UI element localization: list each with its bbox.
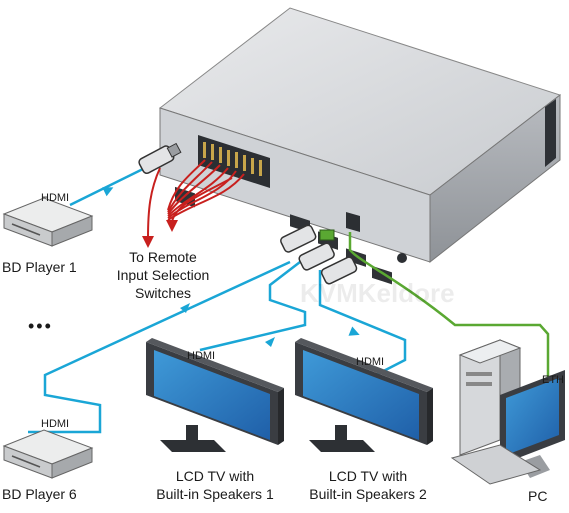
- tv1-label-line2: Built-in Speakers 1: [156, 486, 274, 502]
- hdmi-plugs: [138, 142, 358, 285]
- tv1-label-line1: LCD TV with: [175, 468, 255, 484]
- pc-computer: [450, 339, 565, 485]
- hdmi-label-tv1: HDMI: [187, 350, 216, 362]
- bd-player-6-label: BD Player 6: [2, 486, 77, 502]
- remote-wires: [147, 159, 245, 239]
- remote-arrows: [142, 220, 178, 248]
- eth-label: ETH: [542, 374, 564, 386]
- lcd-tv-1: [146, 338, 284, 452]
- eth-cable: [348, 232, 550, 380]
- hdmi-label-bd1: HDMI: [41, 192, 70, 204]
- remote-label-line2: Input Selection: [116, 267, 210, 283]
- more-players-ellipsis: •••: [28, 316, 53, 336]
- tv2-label-line2: Built-in Speakers 2: [309, 486, 427, 502]
- hdmi-label-tv2: HDMI: [356, 356, 385, 368]
- hdmi-arrows: [102, 187, 360, 347]
- bd-player-1: [2, 197, 94, 247]
- remote-label-line3: Switches: [134, 285, 192, 301]
- hdmi-cables: [28, 166, 407, 434]
- bd-player-1-label: BD Player 1: [2, 259, 77, 275]
- watermark-text: KVMKeldore: [300, 278, 455, 308]
- pc-label: PC: [528, 488, 548, 504]
- lcd-tv-2: [295, 338, 433, 452]
- tv2-label-line1: LCD TV with: [328, 468, 408, 484]
- hdmi-label-bd6: HDMI: [41, 418, 70, 430]
- remote-label-line1: To Remote: [129, 249, 197, 265]
- bd-player-6: [2, 429, 94, 479]
- switcher-device: [158, 7, 562, 285]
